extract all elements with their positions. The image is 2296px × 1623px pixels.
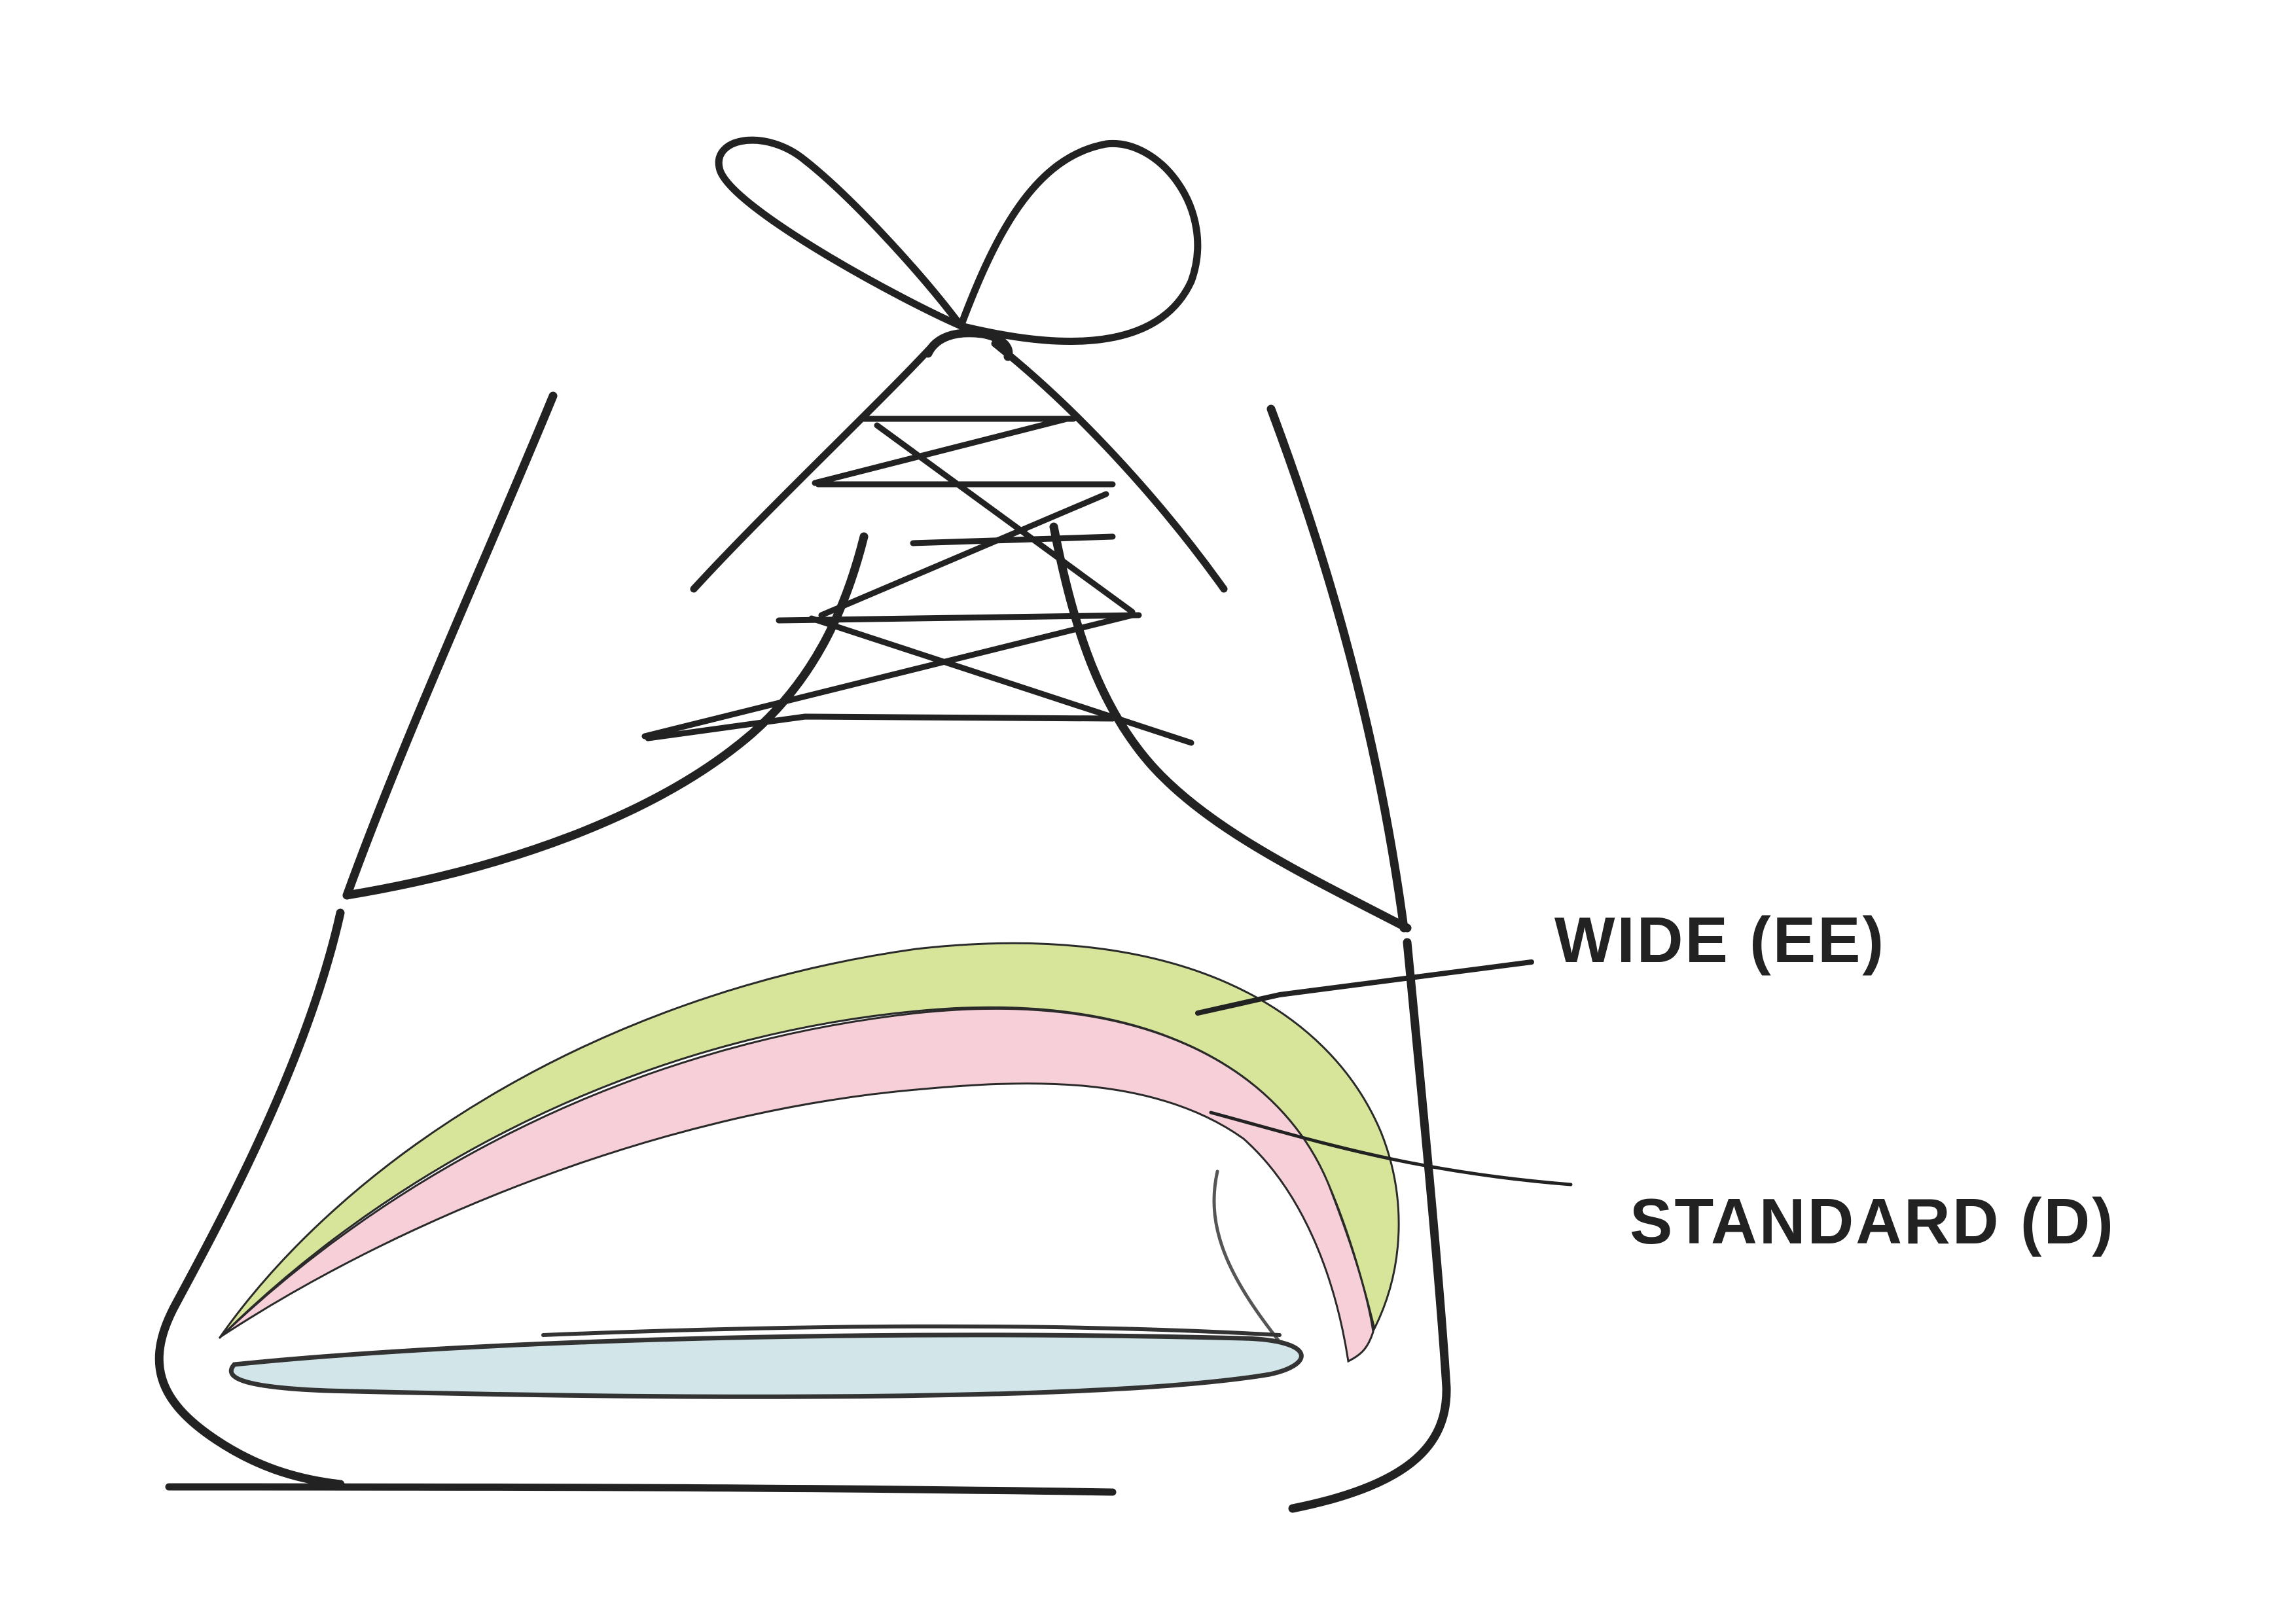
- lace-end-right: [991, 340, 1228, 593]
- lace-cross-4: [874, 422, 1136, 615]
- throat-left-curve: [342, 532, 869, 900]
- lace-cross-6: [776, 612, 1142, 624]
- ground-line: [165, 1483, 1117, 1496]
- insole-top-line: [541, 1324, 1282, 1337]
- lace-bow-right-loop: [957, 139, 1202, 346]
- shoe-laces: [641, 136, 1228, 746]
- leader-line-standard: [1209, 1111, 1573, 1186]
- inner-arch-stroke: [1212, 1169, 1295, 1360]
- lace-cross-8: [808, 615, 1194, 746]
- standard-d-band: [220, 1007, 1374, 1363]
- label-standard-d: STANDARD (D): [1630, 1185, 2115, 1257]
- upper-right-edge: [1266, 404, 1408, 933]
- lace-cross-2: [812, 416, 1070, 486]
- lower-left-contour: [154, 908, 345, 1489]
- lace-end-left: [690, 340, 939, 593]
- lace-cross-9: [645, 713, 1116, 741]
- lace-cross-5: [818, 491, 1109, 618]
- leader-line-wide: [1195, 959, 1534, 1016]
- lace-bow-left-loop: [715, 136, 965, 330]
- shoe-lower-body: [154, 908, 1451, 1513]
- insole: [228, 1332, 1304, 1399]
- label-wide-ee: WIDE (EE): [1554, 904, 1886, 976]
- upper-left-edge: [342, 391, 558, 900]
- lace-cross-7: [641, 612, 1136, 740]
- shoe-upper-outline: [342, 391, 1412, 933]
- leader-lines: [1195, 959, 1573, 1186]
- wide-ee-band: [218, 942, 1400, 1340]
- lower-right-contour: [1288, 938, 1451, 1513]
- lace-cross-10: [910, 533, 1116, 546]
- throat-right-curve: [1049, 522, 1412, 933]
